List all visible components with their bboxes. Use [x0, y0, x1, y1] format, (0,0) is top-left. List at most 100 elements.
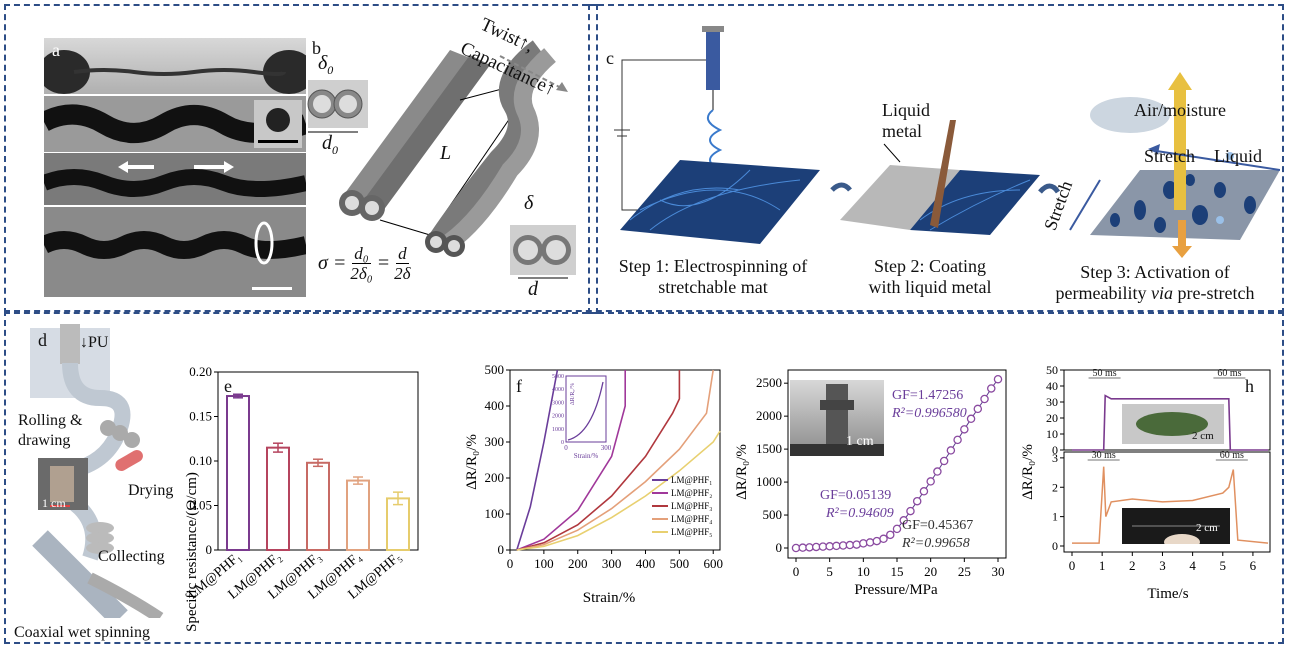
panel-f-xtick-label: 100 — [534, 556, 554, 571]
panel-h-bottom-ytick-label: 3 — [1052, 451, 1058, 465]
frame-top-right — [588, 4, 1284, 314]
frame-bottom — [4, 310, 1284, 644]
panel-g-point — [879, 534, 888, 544]
panel-h-top-ytick-label: 50 — [1046, 363, 1058, 377]
panel-g-xtick-label: 5 — [826, 564, 833, 579]
panel-h-xtick-label: 3 — [1159, 558, 1166, 573]
panel-f-legend-label: LM@PHF₁ — [671, 475, 712, 485]
panel-b-d0: d0 — [322, 132, 338, 157]
panel-f-series-line — [516, 430, 721, 551]
panel-h-xtick-label: 2 — [1129, 558, 1136, 573]
panel-c-air-moisture: Air/moisture — [1134, 100, 1226, 120]
panel-g-ytick-label: 2500 — [756, 375, 782, 390]
panel-f-inset-ytick-label: 1000 — [552, 427, 564, 433]
panel-f-legend-label: LM@PHF₅ — [671, 527, 712, 537]
panel-h-top-ytick-label: 40 — [1046, 379, 1058, 393]
panel-e-ytick-label: 0.10 — [189, 453, 212, 468]
panel-h-bottom-ytick-label: 1 — [1052, 510, 1058, 524]
panel-h-xlabel: Time/s — [1147, 586, 1188, 602]
panel-g-gf2: GF=0.05139 — [820, 488, 892, 503]
panel-g-ylabel: ΔR/R₀/% — [734, 444, 750, 500]
panel-g-point — [906, 506, 915, 516]
panel-g-xtick-label: 20 — [924, 564, 937, 579]
panel-h-ylabel: ΔR/R₀/% — [1020, 444, 1036, 500]
panel-f-ylabel: ΔR/R₀/% — [464, 434, 480, 490]
panel-f-plot-frame — [509, 369, 721, 551]
panel-g-point — [973, 404, 983, 414]
panel-a-photo-4 — [44, 207, 306, 297]
panel-c-diagram — [614, 26, 1280, 258]
panel-h-bottom-ytick-label: 2 — [1052, 480, 1058, 494]
panel-d-scale: 1 cm — [42, 496, 66, 510]
panel-h-top-ytick-label: 20 — [1046, 411, 1058, 425]
panel-g-ytick-label: 2000 — [756, 408, 782, 423]
panel-g-point — [912, 496, 922, 506]
panel-h-ann-bottom-right: 60 ms — [1220, 450, 1244, 461]
panel-g-point — [865, 538, 875, 547]
panel-g-ytick-label: 500 — [763, 507, 783, 522]
panel-h-scale-top: 2 cm — [1192, 430, 1214, 442]
panel-g-point — [960, 425, 969, 434]
panel-d-coaxial: Coaxial wet spinning — [14, 624, 150, 641]
panel-f-xtick-label: 300 — [602, 556, 622, 571]
panel-f-series-line — [516, 370, 626, 551]
panel-h-xtick-label: 1 — [1099, 558, 1106, 573]
panel-f-ytick-label: 200 — [485, 470, 505, 485]
panel-f-inset-ytick-label: 0 — [561, 440, 564, 446]
panel-f-inset-line — [567, 381, 604, 441]
panel-e-bar — [346, 479, 370, 551]
panel-g-gf1: GF=1.47256 — [892, 388, 964, 403]
panel-h-top-frame — [1063, 369, 1271, 451]
panel-f-xtick-label: 600 — [703, 556, 723, 571]
panel-f-legend-label: LM@PHF₃ — [671, 501, 712, 511]
panel-f-ytick-label: 0 — [498, 542, 505, 557]
panel-f-inset-ytick-label: 3000 — [552, 400, 564, 406]
panel-g-ytick-label: 1000 — [756, 474, 782, 489]
panel-h-top-ytick-label: 30 — [1046, 395, 1058, 409]
panel-a-label: a — [52, 40, 60, 60]
panel-d-collecting: Collecting — [98, 548, 165, 565]
panel-g-point — [852, 540, 861, 549]
panel-f-inset-ylabel: ΔR/R₀/% — [570, 383, 576, 405]
panel-g-inset-photo — [790, 380, 884, 456]
panel-g-point — [993, 374, 1003, 384]
panel-h-top-ytick-label: 10 — [1046, 427, 1058, 441]
panel-c-liquid: Liquid — [1214, 146, 1262, 166]
panel-h-bottom-line — [1072, 466, 1269, 544]
panel-g-ytick-label: 0 — [776, 540, 783, 555]
panel-g-xtick-label: 0 — [793, 564, 800, 579]
panel-f-legend-label: LM@PHF₄ — [671, 514, 712, 524]
panel-e-chart: Specific resistance/(Ω/cm) 00.050.100.15… — [184, 364, 419, 632]
panel-f-xtick-label: 500 — [670, 556, 690, 571]
panel-f-series-line — [516, 369, 714, 551]
panel-g-gf3: GF=0.45367 — [902, 518, 974, 533]
panel-g-r3: R²=0.99658 — [902, 536, 970, 551]
panel-e-bar — [266, 446, 290, 551]
panel-a-photo-1 — [44, 38, 306, 94]
panel-f-xlabel: Strain/% — [583, 590, 636, 606]
panel-e-ytick-label: 0.05 — [189, 498, 212, 513]
panel-d-drawing: drawing — [18, 432, 71, 449]
panel-f-series-line — [516, 370, 681, 551]
panel-g-point — [899, 516, 908, 525]
panel-h-bottom-frame — [1063, 451, 1271, 553]
panel-f-inset-ytick-label: 2000 — [552, 414, 564, 420]
panel-e-label: e — [224, 376, 232, 396]
panel-f-inset-xtick-label: 0 — [564, 444, 568, 452]
panel-h-xtick-label: 0 — [1069, 558, 1076, 573]
panel-g-ytick-label: 1500 — [756, 441, 782, 456]
panel-e-bar — [226, 395, 250, 551]
panel-f-inset-ytick-label: 4000 — [552, 387, 564, 393]
panel-g-point — [946, 446, 956, 455]
panel-c-label: c — [606, 48, 614, 68]
panel-b-L: L — [440, 142, 452, 164]
panel-f-ytick-label: 300 — [485, 434, 505, 449]
panel-g-point — [987, 384, 996, 393]
panel-g-point — [859, 539, 868, 548]
panel-h-xtick-label: 6 — [1250, 558, 1257, 573]
panel-c-step3: Step 3: Activation of permeability via p… — [1055, 262, 1255, 303]
